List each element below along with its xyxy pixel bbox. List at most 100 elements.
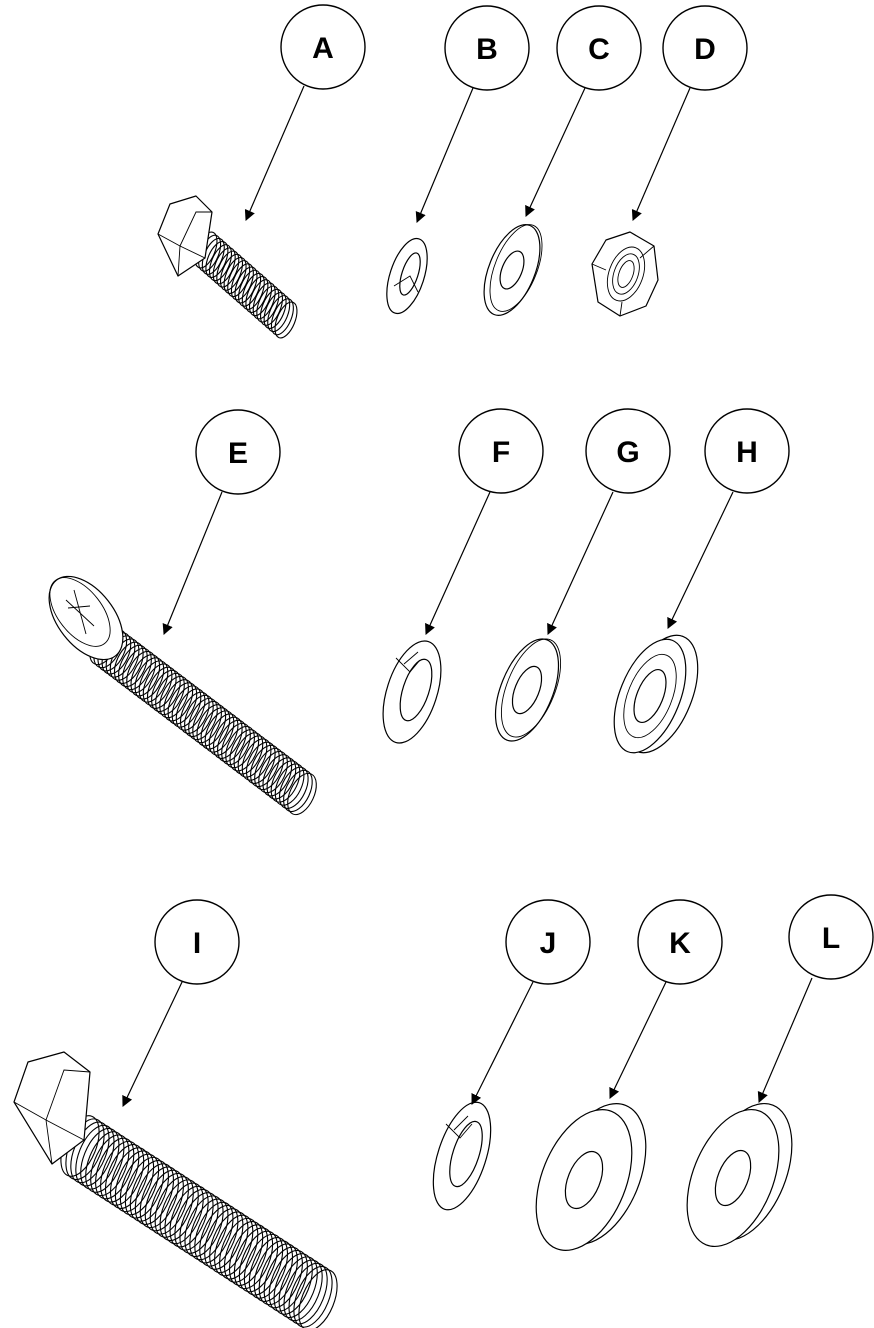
screw-thread (89, 622, 317, 816)
thread-ring (167, 682, 198, 725)
callout-k: K (637, 899, 723, 985)
thread-ring (188, 697, 218, 741)
leader-line-i (122, 979, 184, 1107)
thread-ring (169, 1185, 209, 1248)
thread-ring (227, 260, 251, 298)
thread-ring (139, 1166, 179, 1229)
thread-ring (129, 1160, 170, 1222)
thread-ring (258, 750, 288, 794)
thread-ring (204, 1208, 244, 1270)
thread-ring (217, 719, 247, 763)
thread-ring (209, 1211, 249, 1274)
thread-ring (253, 1240, 294, 1302)
leader-line-l (757, 977, 813, 1103)
callout-h-label: H (736, 436, 758, 469)
callout-i-label: I (193, 927, 201, 960)
thread-ring (241, 272, 265, 310)
callout-j: J (505, 899, 591, 985)
thread-ring (214, 1214, 254, 1277)
thread-ring (229, 729, 260, 772)
callout-a: A (280, 4, 366, 90)
callout-j-label: J (540, 927, 557, 960)
thread-ring (223, 1221, 264, 1283)
thread-ring (221, 722, 251, 766)
thread-ring (109, 1147, 150, 1209)
thread-ring (144, 1169, 184, 1232)
thread-ring (75, 1124, 115, 1187)
thread-ring (278, 766, 309, 809)
thread-ring (262, 754, 293, 797)
thread-ring (122, 647, 152, 691)
thread-ring (212, 716, 243, 759)
thread-ring (234, 266, 258, 304)
thread-ring (248, 279, 273, 317)
thread-ring (204, 710, 235, 753)
thread-ring (130, 654, 161, 697)
thread-ring (237, 735, 268, 778)
thread-ring (245, 276, 269, 313)
thread-ring (171, 685, 202, 728)
thread-ring (192, 700, 222, 744)
thread-ring (233, 1227, 274, 1290)
thread-ring (238, 1230, 279, 1293)
thread-ring (149, 1172, 189, 1235)
thread-ring (179, 1192, 219, 1254)
leader-line-k (609, 981, 667, 1099)
thread-ring (85, 1131, 125, 1193)
bolt-thread (60, 1115, 338, 1328)
thread-ring (270, 760, 301, 803)
thread-ring (233, 732, 264, 775)
callout-c: C (556, 5, 642, 91)
part-g-flat-washer (494, 638, 562, 742)
callout-g: G (585, 408, 671, 494)
callout-l-label: L (822, 922, 840, 955)
thread-ring (287, 772, 317, 816)
thread-ring (200, 707, 231, 750)
thread-ring (124, 1156, 165, 1219)
thread-ring (134, 657, 165, 700)
thread-ring (163, 679, 194, 722)
callout-f-label: F (492, 436, 510, 469)
thread-ring (114, 1150, 155, 1213)
thread-ring (95, 1137, 135, 1200)
thread-ring (179, 691, 210, 734)
thread-ring (118, 644, 148, 688)
thread-ring (223, 257, 247, 294)
thread-ring (252, 282, 276, 320)
thread-ring (270, 298, 294, 336)
callout-h: H (704, 408, 790, 494)
thread-ring (258, 1243, 298, 1306)
thread-ring (208, 244, 233, 282)
leader-line-h (667, 491, 734, 629)
thread-ring (155, 672, 185, 716)
callout-c-label: C (588, 33, 610, 66)
thread-ring (175, 688, 206, 731)
thread-ring (267, 295, 291, 333)
thread-ring (159, 1179, 199, 1242)
callout-k-label: K (669, 927, 691, 960)
thread-ring (268, 1249, 308, 1312)
thread-ring (126, 650, 156, 694)
callout-a-label: A (312, 32, 334, 65)
thread-ring (205, 241, 229, 278)
thread-ring (208, 713, 239, 756)
thread-ring (288, 1262, 328, 1325)
leader-line-j (471, 981, 534, 1105)
leader-line-c (525, 87, 586, 217)
thread-ring (274, 763, 305, 806)
thread-ring (245, 741, 276, 784)
thread-ring (293, 1265, 333, 1328)
part-k-fender-washer (535, 1103, 647, 1251)
thread-ring (263, 1246, 303, 1309)
thread-ring (278, 1256, 318, 1319)
callout-d: D (662, 5, 748, 91)
thread-ring (142, 663, 173, 706)
thread-ring (256, 285, 280, 323)
thread-ring (80, 1127, 120, 1190)
thread-ring (274, 301, 298, 339)
thread-ring (113, 641, 144, 684)
thread-ring (154, 1176, 194, 1238)
part-i-hex-bolt-long (13, 1051, 338, 1328)
thread-ring (283, 769, 313, 813)
